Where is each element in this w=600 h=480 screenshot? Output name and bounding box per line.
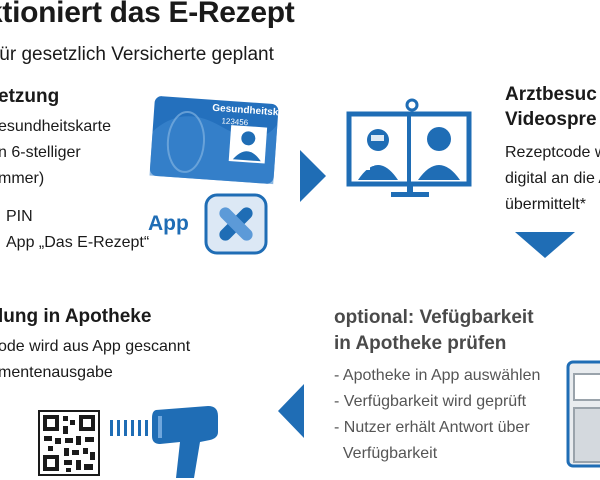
step1-line-2: n 6-stelliger xyxy=(0,144,81,161)
flow-arrow-down xyxy=(515,232,575,258)
page-title: ktioniert das E-Rezept xyxy=(0,0,295,29)
step3-item-3: - Nutzer erhält Antwort über xyxy=(334,419,530,436)
step1-text: esundheitskarte n 6-stelliger mmer) xyxy=(0,114,111,192)
step2-line-2: digital an die A xyxy=(505,170,600,187)
step1-line-3: mmer) xyxy=(0,170,45,187)
page-subtitle: für gesetzlich Versicherte geplant xyxy=(0,44,274,65)
step4-line-1: ode wird aus App gescannt xyxy=(0,338,191,355)
pharmacy-shelf-icon xyxy=(566,360,600,468)
step2-text: Rezeptcode w digital an die A übermittel… xyxy=(505,140,600,218)
card-number: 123456 xyxy=(221,116,249,127)
step4-text: ode wird aus App gescannt mentenausgabe xyxy=(0,334,190,386)
video-call-icon xyxy=(346,98,472,197)
step1-pin: PIN xyxy=(6,208,33,225)
step3-heading-1: optional: Vefügbarkeit xyxy=(334,307,534,328)
step3-item-1: - Apotheke in App auswählen xyxy=(334,367,541,384)
step2-line-1: Rezeptcode w xyxy=(505,144,600,161)
step3-heading-2: in Apotheke prüfen xyxy=(334,333,507,354)
step1-heading: etzung xyxy=(0,86,60,107)
step3-item-2: - Verfügbarkeit wird geprüft xyxy=(334,393,527,410)
qr-code-icon xyxy=(38,410,100,476)
step2-line-3: übermittelt* xyxy=(505,196,586,213)
step1-line-1: esundheitskarte xyxy=(0,118,111,135)
flow-arrow-right xyxy=(300,150,326,202)
app-label: App xyxy=(148,212,189,235)
app-logo-icon xyxy=(204,193,268,255)
step2-heading-1: Arztbesuc xyxy=(505,84,597,105)
step4-line-2: mentenausgabe xyxy=(0,364,113,381)
step4-heading: lung in Apotheke xyxy=(0,306,152,327)
health-card-icon: Gesundheitskarte 123456 xyxy=(149,96,297,185)
step1-app-line: App „Das E-Rezept“ xyxy=(6,234,150,251)
flow-arrow-left xyxy=(278,384,304,438)
step3-list: - Apotheke in App auswählen - Verfügbark… xyxy=(334,363,540,467)
step3-item-4: Verfügbarkeit xyxy=(334,445,438,462)
step2-heading-2: Videospre xyxy=(505,109,597,130)
barcode-scanner-icon xyxy=(110,406,218,478)
